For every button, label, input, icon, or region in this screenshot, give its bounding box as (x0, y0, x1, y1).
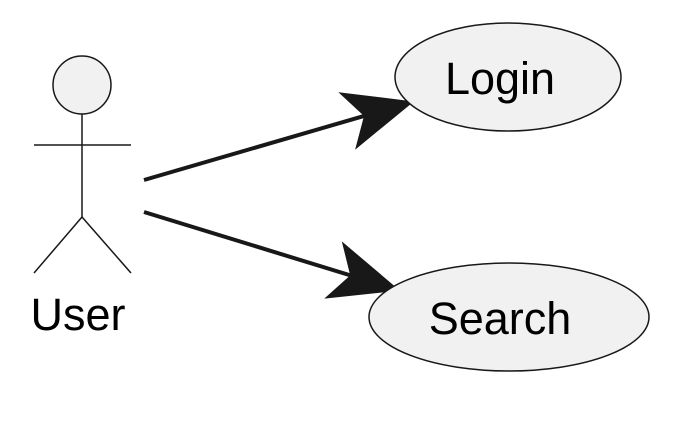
use-case-search-label: Search (429, 293, 572, 344)
actor-head (52, 55, 112, 115)
actor-label: User (30, 289, 125, 340)
use-case-login-ellipse (394, 22, 622, 132)
use-case-search-ellipse (368, 262, 650, 372)
use-case-login-label: Login (445, 53, 555, 104)
actor-left-leg (33, 216, 83, 274)
actor-user: User (30, 55, 132, 340)
use-case-search: Search (368, 262, 650, 372)
actor-right-leg (81, 216, 132, 274)
association-user-login (143, 92, 414, 182)
association-user-search (143, 210, 400, 299)
use-case-login: Login (394, 22, 622, 132)
